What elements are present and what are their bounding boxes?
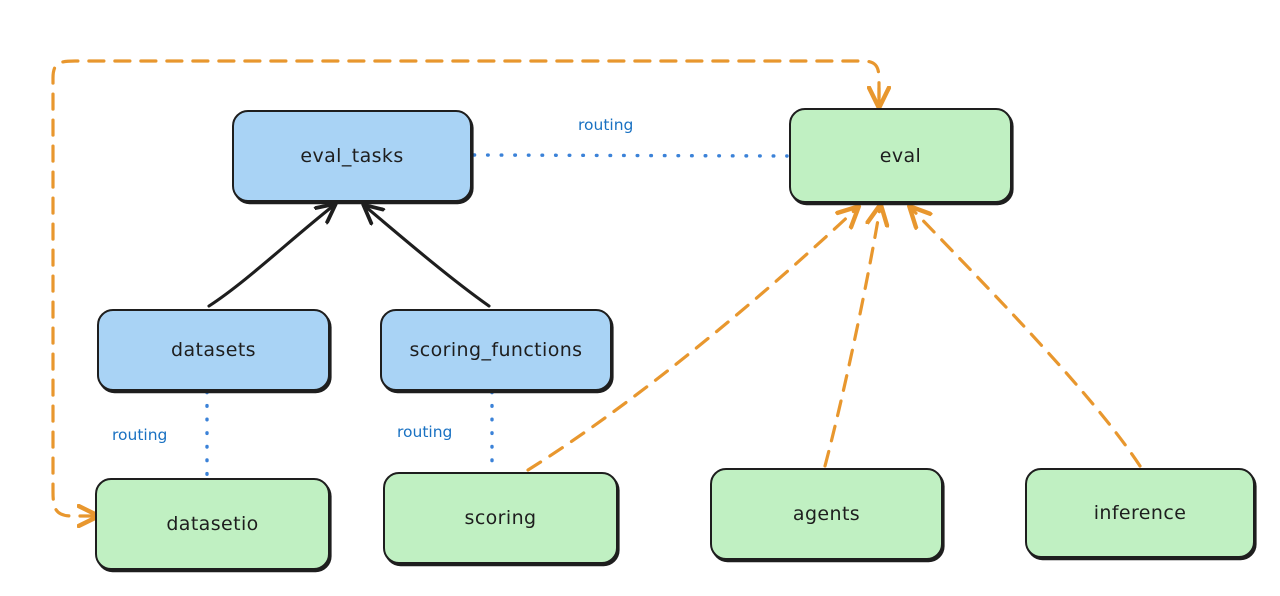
- node-datasetio-label: datasetio: [166, 513, 259, 535]
- node-scoring-functions-label: scoring_functions: [409, 339, 583, 361]
- edge-label-routing-eval-tasks-eval: routing: [578, 116, 634, 134]
- node-datasetio[interactable]: datasetio: [95, 478, 330, 570]
- node-eval-tasks-label: eval_tasks: [300, 145, 404, 167]
- node-inference-label: inference: [1093, 502, 1187, 524]
- edge-inference-to-eval-dependency: [912, 209, 1142, 468]
- node-eval[interactable]: eval: [789, 108, 1012, 203]
- edge-label-routing-scoring-functions-scoring: routing: [397, 423, 453, 441]
- edge-eval-tasks-to-eval-routing: [472, 153, 789, 158]
- edge-agents-to-eval-dependency: [823, 208, 880, 468]
- node-datasets[interactable]: datasets: [97, 309, 330, 391]
- node-datasets-label: datasets: [171, 339, 256, 361]
- node-agents[interactable]: agents: [710, 468, 943, 560]
- node-inference[interactable]: inference: [1025, 468, 1255, 558]
- edge-scoring-functions-to-eval-tasks: [366, 207, 491, 308]
- edge-label-routing-datasets-datasetio: routing: [112, 426, 168, 444]
- node-scoring-functions[interactable]: scoring_functions: [380, 309, 612, 391]
- node-scoring[interactable]: scoring: [383, 472, 618, 564]
- node-eval-label: eval: [879, 144, 922, 167]
- node-scoring-label: scoring: [464, 507, 537, 529]
- node-agents-label: agents: [792, 503, 861, 525]
- edge-datasets-to-eval-tasks: [207, 206, 333, 308]
- node-eval-tasks[interactable]: eval_tasks: [232, 110, 472, 202]
